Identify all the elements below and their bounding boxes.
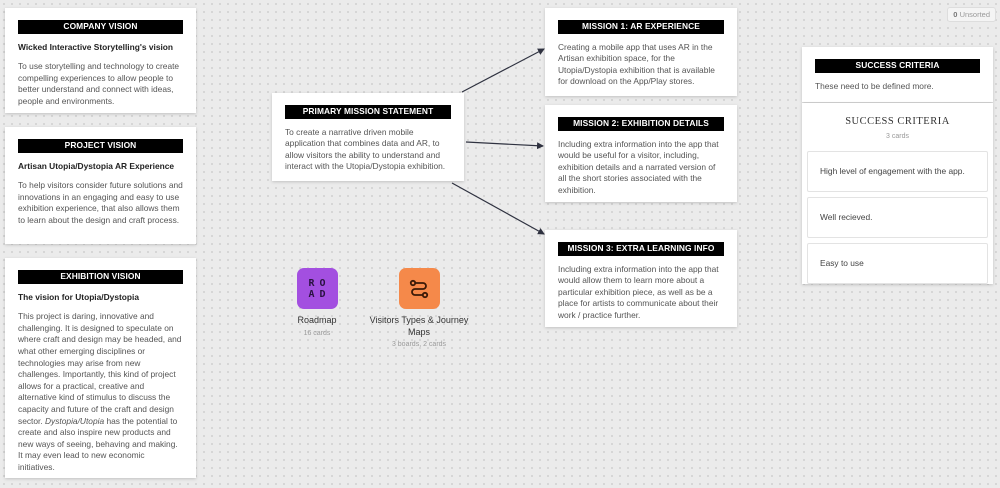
success-criteria-column-title: SUCCESS CRITERIA <box>845 116 950 127</box>
company-vision-header: COMPANY VISION <box>18 20 183 34</box>
success-criteria-item-text: High level of engagement with the app. <box>820 165 965 176</box>
roadmap-board[interactable]: R O A D Roadmap 16 cards <box>267 268 367 337</box>
mission-2-body: Including extra information into the app… <box>558 138 719 195</box>
success-criteria-item[interactable]: Easy to use <box>807 243 988 285</box>
exhibition-vision-header: EXHIBITION VISION <box>18 270 183 284</box>
roadmap-board-meta: 16 cards <box>303 329 331 337</box>
mission-3-card[interactable]: MISSION 3: EXTRA LEARNING INFO Including… <box>545 230 737 327</box>
mission-3-header: MISSION 3: EXTRA LEARNING INFO <box>558 242 724 256</box>
exhibition-vision-body-emphasis: Dystopia/Utopia <box>45 415 105 426</box>
route-icon <box>409 279 429 298</box>
project-vision-card[interactable]: PROJECT VISION Artisan Utopia/Dystopia A… <box>5 127 196 244</box>
roadmap-board-name[interactable]: Roadmap <box>297 315 337 325</box>
primary-mission-body: To create a narrative driven mobile appl… <box>285 126 446 172</box>
success-criteria-column[interactable]: SUCCESS CRITERIA 3 cards High level of e… <box>802 103 993 285</box>
roadmap-board-tile[interactable]: R O A D <box>296 268 338 309</box>
arrow-to-mission-3 <box>451 182 545 235</box>
success-criteria-note-body: These need to be defined more. <box>815 80 934 91</box>
success-criteria-item-text: Well recieved. <box>820 211 873 222</box>
visitor-journey-board[interactable]: Visitors Types & Journey Maps 3 boards, … <box>369 268 469 348</box>
mission-1-header: MISSION 1: AR EXPERIENCE <box>558 20 724 34</box>
success-criteria-item-text: Easy to use <box>820 257 864 268</box>
project-vision-subtitle: Artisan Utopia/Dystopia AR Experience <box>18 160 175 171</box>
exhibition-vision-body-part-1: This project is daring, innovative and c… <box>18 311 182 426</box>
exhibition-vision-body: This project is daring, innovative and c… <box>18 311 183 473</box>
success-criteria-column-count: 3 cards <box>886 133 909 141</box>
mission-3-body: Including extra information into the app… <box>558 263 719 320</box>
road-letter-a: A <box>308 288 315 300</box>
primary-mission-header: PRIMARY MISSION STATEMENT <box>285 105 451 119</box>
mission-2-card[interactable]: MISSION 2: EXHIBITION DETAILS Including … <box>545 105 737 202</box>
primary-mission-card[interactable]: PRIMARY MISSION STATEMENT To create a na… <box>272 93 464 181</box>
exhibition-vision-body-part-2: has the potential to create and also ins… <box>18 415 178 472</box>
success-criteria-item[interactable]: High level of engagement with the app. <box>807 151 988 193</box>
visitor-journey-board-tile[interactable] <box>398 268 440 309</box>
company-vision-subtitle: Wicked Interactive Storytelling's vision <box>18 41 174 52</box>
road-letter-r: R <box>308 277 315 289</box>
company-vision-card[interactable]: COMPANY VISION Wicked Interactive Storyt… <box>5 8 196 113</box>
unsorted-badge[interactable]: 0 Unsorted <box>947 7 996 22</box>
arrow-to-mission-2 <box>465 141 544 150</box>
mission-2-header: MISSION 2: EXHIBITION DETAILS <box>558 117 724 131</box>
road-letter-d: D <box>319 288 326 300</box>
success-criteria-note-header: SUCCESS CRITERIA <box>815 59 980 73</box>
road-letters-icon: R O A D <box>306 278 328 300</box>
mission-1-body: Creating a mobile app that uses AR in th… <box>558 41 715 87</box>
exhibition-vision-card[interactable]: EXHIBITION VISION The vision for Utopia/… <box>5 258 196 478</box>
arrow-to-mission-1 <box>461 48 545 93</box>
road-letter-o: O <box>319 277 326 289</box>
visitor-journey-board-meta: 3 boards, 2 cards <box>391 341 447 349</box>
project-vision-header: PROJECT VISION <box>18 139 183 153</box>
success-criteria-item[interactable]: Well recieved. <box>807 197 988 239</box>
mission-1-card[interactable]: MISSION 1: AR EXPERIENCE Creating a mobi… <box>545 8 737 96</box>
visitor-journey-board-name[interactable]: Visitors Types & Journey Maps <box>369 315 469 337</box>
unsorted-label: Unsorted <box>959 10 990 19</box>
exhibition-vision-subtitle: The vision for Utopia/Dystopia <box>18 291 139 302</box>
unsorted-count: 0 <box>953 10 958 19</box>
project-vision-body: To help visitors consider future solutio… <box>18 180 183 225</box>
company-vision-body: To use storytelling and technology to cr… <box>18 61 180 106</box>
success-criteria-note[interactable]: SUCCESS CRITERIA These need to be define… <box>802 47 993 102</box>
